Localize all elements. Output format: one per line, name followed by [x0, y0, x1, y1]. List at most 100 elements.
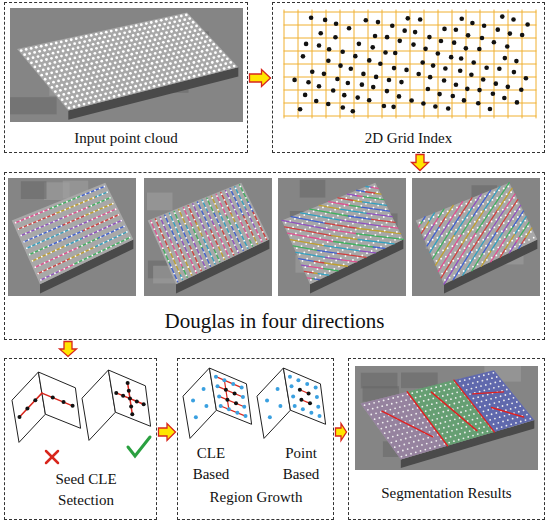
point: [189, 57, 192, 60]
douglas-line: [325, 257, 341, 259]
point: [350, 231, 352, 233]
point: [400, 439, 402, 441]
grid-point: [317, 84, 322, 89]
point: [109, 49, 112, 52]
grid-point: [492, 40, 497, 45]
point: [127, 77, 130, 80]
grid-point: [482, 24, 487, 29]
point: [458, 439, 460, 441]
point: [28, 52, 31, 55]
grid-point: [491, 91, 496, 96]
point: [389, 241, 391, 243]
point: [318, 414, 322, 418]
point: [335, 223, 337, 225]
point: [173, 235, 175, 237]
point: [218, 68, 221, 71]
douglas-line: [193, 204, 206, 232]
point: [38, 64, 41, 67]
grid-point: [428, 75, 433, 80]
point: [245, 197, 247, 199]
point: [29, 216, 31, 218]
point: [451, 414, 453, 416]
object-top: [282, 183, 404, 285]
point: [66, 97, 69, 100]
point: [50, 71, 53, 74]
point: [114, 47, 117, 50]
point: [202, 201, 204, 203]
grid-line: [284, 51, 536, 52]
point: [113, 216, 115, 218]
point: [233, 230, 235, 232]
point: [450, 436, 452, 438]
point: [391, 419, 393, 421]
point: [373, 186, 375, 188]
point: [134, 43, 137, 46]
point: [63, 268, 65, 270]
point: [99, 65, 102, 68]
grid-point: [524, 76, 529, 81]
grid-point: [370, 45, 375, 50]
point: [216, 46, 219, 49]
point: [105, 248, 107, 250]
point: [122, 36, 125, 39]
point: [380, 246, 382, 248]
point: [77, 225, 79, 227]
point: [233, 65, 236, 68]
douglas-line: [214, 249, 220, 261]
douglas-line: [249, 240, 252, 246]
point: [373, 242, 375, 244]
point: [161, 60, 164, 63]
point: [106, 226, 108, 228]
point: [390, 442, 392, 444]
point: [74, 85, 77, 88]
point: [302, 260, 304, 262]
point: [101, 74, 104, 77]
point: [498, 224, 500, 226]
point: [145, 36, 148, 39]
douglas-line: [299, 259, 314, 262]
point: [155, 33, 158, 36]
point: [318, 260, 320, 262]
point: [511, 240, 513, 242]
point: [436, 222, 438, 224]
point: [111, 72, 114, 75]
point: [431, 419, 433, 421]
point: [337, 251, 339, 253]
point: [180, 15, 183, 18]
point: [147, 72, 150, 75]
point: [494, 227, 496, 229]
douglas-line: [425, 221, 429, 228]
point: [507, 242, 509, 244]
point: [310, 241, 312, 243]
grid-line: [284, 38, 536, 39]
grid-point: [378, 61, 383, 66]
point: [471, 215, 473, 217]
point: [474, 221, 476, 223]
point: [214, 239, 216, 241]
grid-point: [443, 66, 448, 71]
point: [378, 218, 380, 220]
plane-sketch: [257, 368, 326, 438]
point: [164, 77, 167, 80]
douglas-line: [240, 185, 248, 202]
point: [454, 215, 456, 217]
douglas-line: [506, 227, 513, 238]
point: [80, 64, 83, 67]
point: [149, 53, 152, 56]
point: [102, 193, 104, 195]
point: [89, 96, 92, 99]
point: [442, 411, 444, 413]
point: [87, 44, 90, 47]
point: [426, 226, 428, 228]
grid-point: [350, 109, 355, 114]
point: [172, 258, 174, 260]
point: [52, 207, 54, 209]
point: [105, 45, 108, 48]
point: [441, 235, 443, 237]
point: [40, 241, 42, 243]
object-top: [12, 183, 134, 285]
point: [397, 451, 399, 453]
point: [215, 253, 217, 255]
point: [76, 80, 79, 83]
point: [239, 186, 241, 188]
